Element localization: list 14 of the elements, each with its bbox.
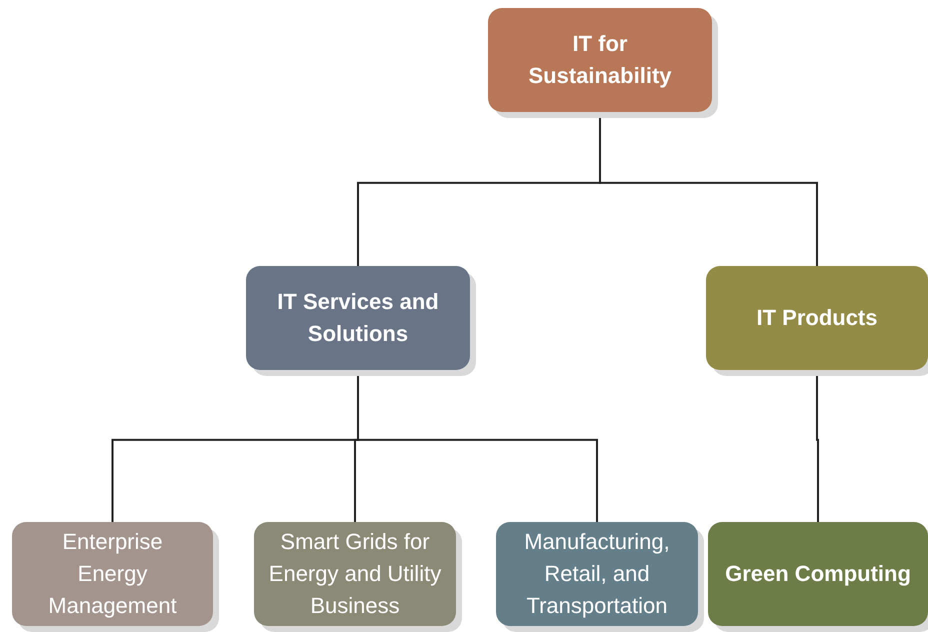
category-box bbox=[496, 522, 698, 626]
category-box bbox=[254, 522, 456, 626]
category-box bbox=[706, 266, 928, 370]
box-label: Green Computing bbox=[725, 560, 911, 588]
box-label: IT Products bbox=[756, 304, 878, 332]
category-box bbox=[488, 8, 712, 112]
box-label: IT for Sustainability bbox=[527, 30, 673, 90]
category-box bbox=[246, 266, 470, 370]
box-label: Manufacturing, Retail, and Transportation bbox=[523, 528, 671, 620]
category-box bbox=[12, 522, 213, 626]
box-label: Smart Grids for Energy and Utility Business bbox=[268, 528, 442, 620]
category-box bbox=[708, 522, 928, 626]
box-label: IT Services and Solutions bbox=[276, 288, 440, 348]
box-label: Enterprise Energy Management bbox=[47, 528, 178, 620]
